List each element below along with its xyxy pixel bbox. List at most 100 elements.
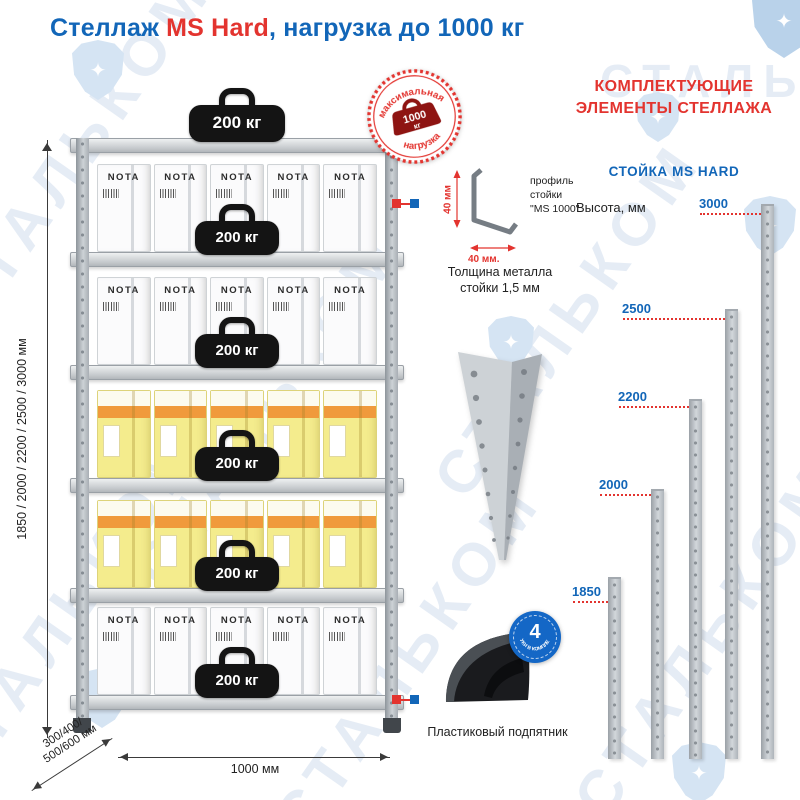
width-dimension-line: [118, 752, 390, 761]
leader-line: [573, 601, 608, 603]
box-label: [159, 535, 177, 567]
rack-foot-left: [73, 718, 91, 733]
post-2500: [725, 309, 738, 759]
load-badge-value: 200 кг: [195, 221, 279, 255]
components-title: КОМПЛЕКТУЮЩИЕ ЭЛЕМЕНТЫ СТЕЛЛАЖА: [556, 76, 792, 119]
post-height-label: 3000: [699, 196, 728, 211]
box-brand-label: NOTA: [334, 615, 367, 626]
box-brand-label: NOTA: [107, 615, 140, 626]
max-load-badge: максимальная нагрузка 1000 кг: [367, 69, 462, 164]
profile-label-line1: профиль: [530, 175, 574, 187]
box-strap: [358, 391, 362, 477]
box-barcode: [216, 189, 233, 198]
max-load-unit: кг: [412, 120, 422, 131]
title-suffix: , нагрузка до 1000 кг: [268, 14, 525, 42]
box-orange-band: [211, 516, 263, 528]
box-brand-label: NOTA: [277, 285, 310, 296]
post-profile-figure: 40 мм 40 мм. профиль стойки "MS 1000": [436, 162, 606, 270]
callout-marker-top: [392, 199, 419, 208]
box-strap: [188, 391, 192, 477]
load-badge: 200 кг: [195, 540, 279, 591]
box-barcode: [216, 632, 233, 641]
paper-box: NOTA: [153, 164, 208, 252]
box-flap: [211, 501, 263, 517]
box-orange-band: [154, 516, 207, 528]
paper-box: NOTA: [97, 277, 151, 365]
height-dimension-line: [42, 140, 52, 738]
box-flap: [324, 501, 376, 517]
yellow-box: [153, 500, 208, 588]
components-title-line2: ЭЛЕМЕНТЫ СТЕЛЛАЖА: [575, 99, 773, 117]
red-marker-icon: [392, 199, 401, 208]
depth-dimension-label: 300/400/ 500/600 мм: [24, 705, 111, 774]
rack-upright-left: [76, 138, 89, 718]
weight-hook-icon: [219, 88, 255, 106]
rack-illustration: NOTA NOTA NOTA NOTA NOTA NOTA NOTA NOTA …: [70, 88, 404, 738]
box-label: [103, 425, 120, 457]
weight-hook-icon: [219, 647, 255, 665]
thickness-line1: Толщина металла: [447, 265, 553, 279]
box-brand-label: NOTA: [334, 172, 367, 183]
box-brand-label: NOTA: [277, 172, 310, 183]
weight-hook-icon: [219, 204, 255, 222]
box-orange-band: [267, 516, 320, 528]
box-strap: [357, 165, 361, 251]
paper-box: NOTA: [323, 277, 377, 365]
box-orange-band: [324, 516, 376, 528]
box-strap: [300, 165, 304, 251]
height-dimension-label: 1850 / 2000 / 2200 / 2500 / 3000 мм: [15, 338, 29, 540]
box-orange-band: [211, 406, 263, 418]
box-strap: [301, 501, 305, 587]
box-flap: [154, 501, 207, 517]
load-badge: 200 кг: [189, 88, 285, 142]
brand-shield-icon: [752, 0, 800, 58]
paper-box: NOTA: [97, 607, 151, 695]
paper-box: NOTA: [153, 277, 208, 365]
box-strap: [300, 278, 304, 364]
title-prefix: Стеллаж: [50, 14, 167, 42]
kit-count-value: 4: [529, 621, 541, 643]
box-orange-band: [267, 406, 320, 418]
box-strap: [131, 608, 135, 694]
post-profile-drawing: [453, 168, 518, 252]
watermark-text: СТАЛЬКОМ: [600, 55, 800, 107]
callout-marker-bottom: [392, 695, 419, 704]
yellow-box: [323, 500, 377, 588]
box-orange-band: [324, 406, 376, 418]
load-badge-value: 200 кг: [195, 447, 279, 481]
box-brand-label: NOTA: [220, 285, 254, 296]
box-strap: [357, 278, 361, 364]
box-strap: [188, 501, 192, 587]
width-dimension-label: 1000 мм: [230, 762, 280, 776]
box-flap: [267, 501, 320, 517]
box-strap: [187, 608, 191, 694]
post-2200: [689, 399, 702, 759]
paper-box: NOTA: [97, 164, 151, 252]
box-strap: [187, 278, 191, 364]
yellow-box: [266, 390, 321, 478]
leader-line: [700, 213, 761, 215]
title-brand: MS Hard: [166, 14, 269, 42]
box-flap: [324, 391, 376, 407]
box-label: [272, 535, 290, 567]
paper-box: NOTA: [323, 607, 377, 695]
box-label: [103, 535, 120, 567]
marker-line: [401, 202, 410, 205]
height-column-label: Высота, мм: [576, 200, 646, 215]
paper-box: NOTA: [266, 607, 321, 695]
leader-line: [619, 406, 689, 408]
rack-upright-right: [385, 138, 398, 718]
yellow-box: [323, 390, 377, 478]
profile-label: профиль стойки "MS 1000": [530, 174, 594, 217]
box-barcode: [159, 302, 176, 311]
box-brand-label: NOTA: [164, 615, 197, 626]
box-strap: [131, 278, 135, 364]
box-brand-label: NOTA: [334, 285, 367, 296]
box-strap: [131, 165, 135, 251]
profile-dim-horizontal: 40 мм.: [468, 254, 500, 265]
post-section-title: СТОЙКА MS HARD: [608, 164, 740, 179]
profile-label-line3: "MS 1000": [530, 203, 580, 216]
load-badge: 200 кг: [195, 317, 279, 368]
post-height-label: 1850: [572, 584, 601, 599]
box-brand-label: NOTA: [220, 172, 254, 183]
